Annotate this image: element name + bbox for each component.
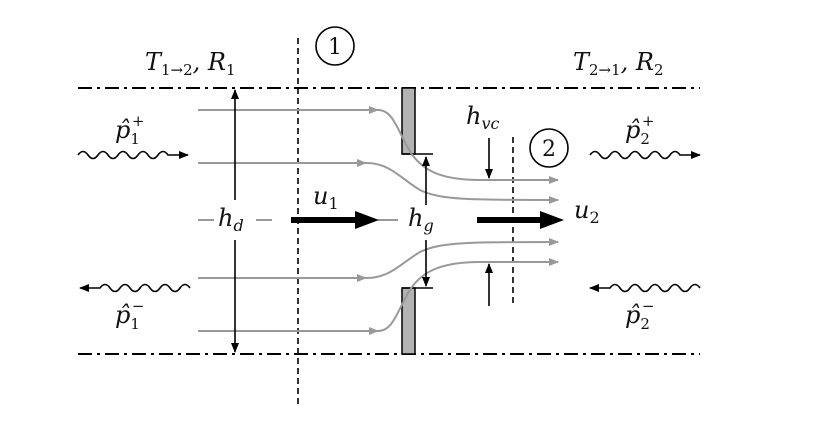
p1-minus-wave <box>79 283 191 293</box>
u1-label: u1 <box>313 182 339 213</box>
p2-minus-label: p̂2− <box>625 297 655 333</box>
u2-arrow <box>477 211 564 229</box>
u1-arrow <box>291 211 379 229</box>
hvc-label: hvc <box>466 102 500 133</box>
streamline-3b <box>365 238 559 279</box>
station-1-circle <box>315 26 355 66</box>
t21-r2-label: T2→1, R2 <box>573 48 664 79</box>
u2-label: u2 <box>574 196 600 227</box>
station-2-circle <box>529 128 569 168</box>
hg-label: hg <box>408 204 434 235</box>
streamline-4b <box>377 258 559 332</box>
streamline-1b <box>377 109 559 184</box>
p2-plus-wave <box>589 150 701 160</box>
p1-minus-label: p̂1− <box>115 297 145 333</box>
p1-plus-wave <box>77 150 189 160</box>
p1-plus-label: p̂1+ <box>115 112 145 148</box>
t12-r1-label: T1→2, R1 <box>145 48 236 79</box>
p2-minus-wave <box>589 283 701 293</box>
station-2-label: 2 <box>542 137 556 162</box>
p2-plus-label: p̂2+ <box>625 112 655 148</box>
streamline-2b <box>365 162 559 204</box>
hd-label: hd <box>218 204 244 235</box>
lower-orifice-plate <box>401 287 416 355</box>
upper-orifice-plate <box>401 87 416 155</box>
station-1-label: 1 <box>328 35 342 60</box>
